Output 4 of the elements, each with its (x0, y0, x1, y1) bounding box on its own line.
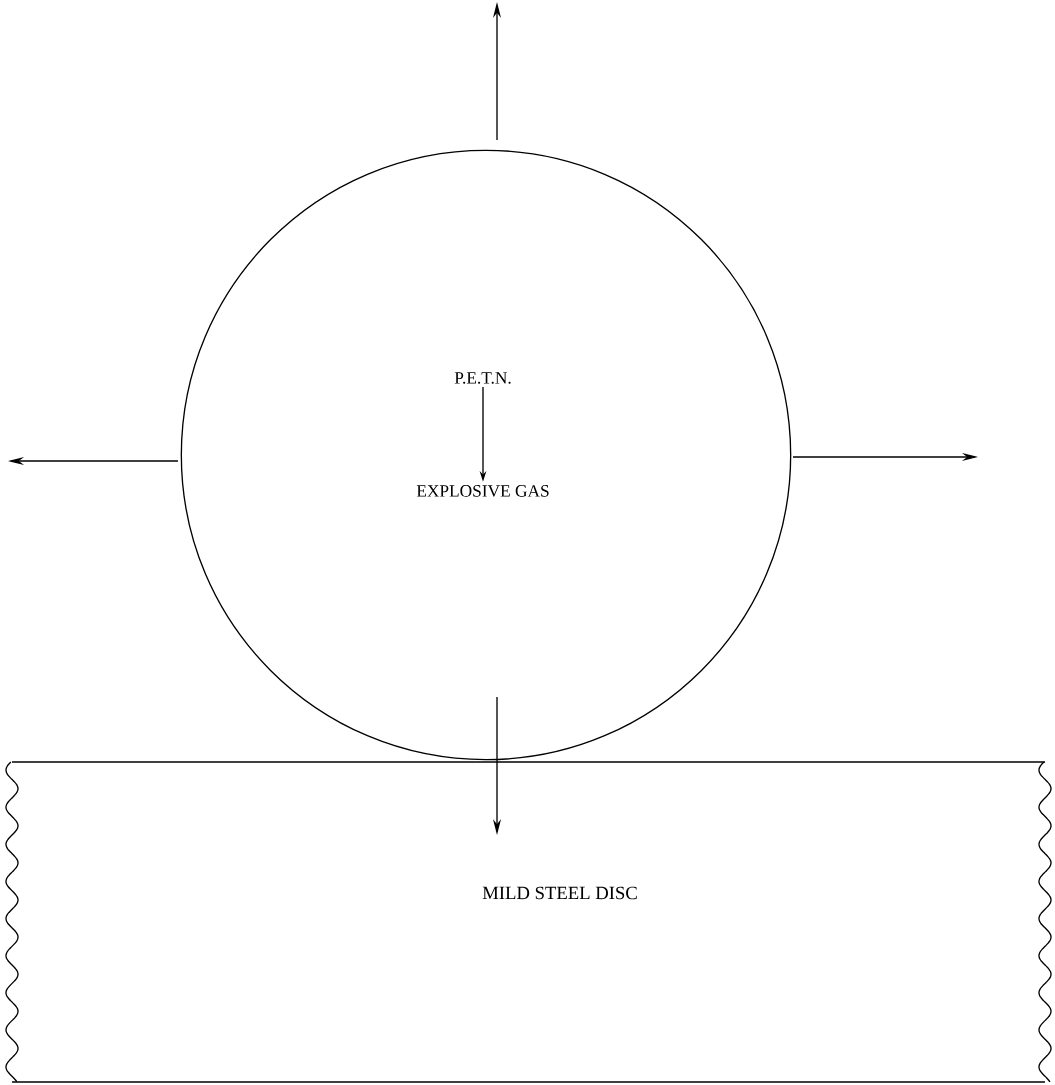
disc-block: MILD STEEL DISC (5, 761, 1052, 1083)
sphere-outline (180, 149, 792, 761)
label-text: P.E.T.N. (454, 372, 511, 384)
label-text: EXPLOSIVE GAS (416, 485, 549, 497)
